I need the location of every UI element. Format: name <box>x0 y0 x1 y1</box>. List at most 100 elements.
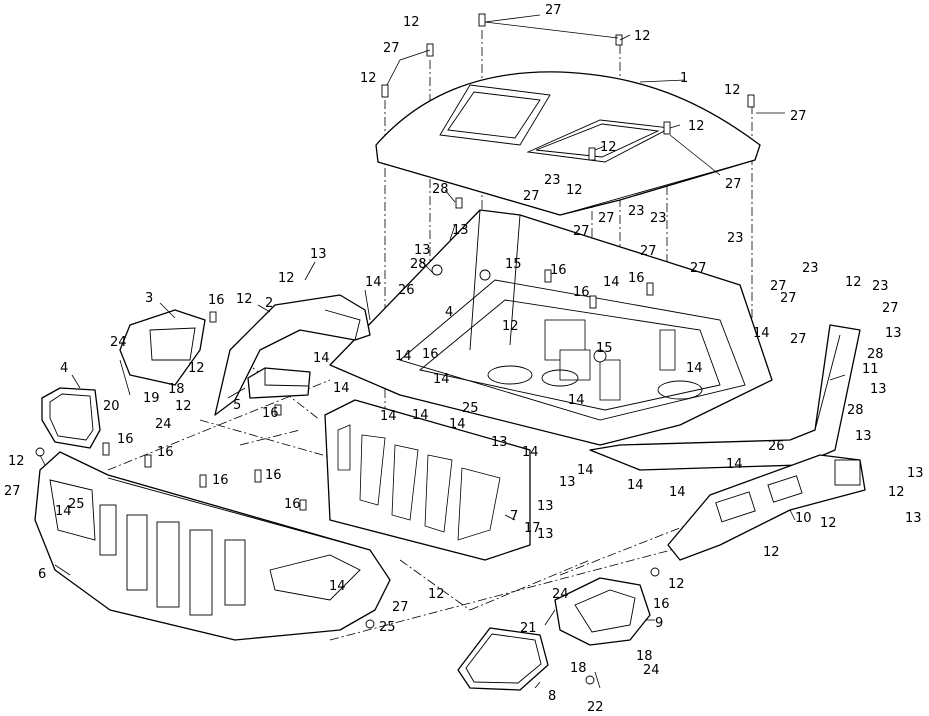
callout-label: 12 <box>688 119 705 134</box>
callout-label: 15 <box>596 341 613 356</box>
callout-label: 27 <box>790 332 807 347</box>
callout-label: 27 <box>725 177 742 192</box>
callout-label: 14 <box>726 457 743 472</box>
callout-label: 12 <box>175 399 192 414</box>
right-lamp-lens <box>457 627 549 691</box>
callout-label: 14 <box>433 372 450 387</box>
callout-label: 16 <box>265 468 282 483</box>
callout-label: 12 <box>724 83 741 98</box>
callout-label: 14 <box>522 445 539 460</box>
callout-label: 16 <box>422 347 439 362</box>
left-fender <box>214 294 371 416</box>
callout-label: 26 <box>398 283 415 298</box>
callout-label: 25 <box>379 620 396 635</box>
callout-label: 12 <box>236 292 253 307</box>
callout-label: 12 <box>566 183 583 198</box>
callout-label: 28 <box>847 403 864 418</box>
callout-label: 28 <box>410 257 427 272</box>
callout-label: 24 <box>155 417 172 432</box>
callout-label: 12 <box>360 71 377 86</box>
callout-label: 14 <box>577 463 594 478</box>
callout-label: 14 <box>333 381 350 396</box>
callout-label: 12 <box>668 577 685 592</box>
callout-label: 27 <box>640 244 657 259</box>
callout-label: 14 <box>627 478 644 493</box>
callout-label: 16 <box>573 285 590 300</box>
callout-label: 13 <box>855 429 872 444</box>
callout-label: 7 <box>510 509 518 524</box>
callout-label: 16 <box>212 473 229 488</box>
callout-label: 14 <box>669 485 686 500</box>
callout-labels: 1 2 3 4 4 5 6 7 8 9 10 11 12 12 12 12 12… <box>4 3 924 715</box>
callout-label: 27 <box>545 3 562 18</box>
callout-label: 1 <box>680 71 688 86</box>
callout-label: 27 <box>690 261 707 276</box>
callout-label: 14 <box>412 408 429 423</box>
callout-label: 13 <box>907 466 924 481</box>
small-box-part <box>247 367 311 399</box>
callout-label: 2 <box>265 296 273 311</box>
callout-label: 24 <box>110 335 127 350</box>
callout-label: 11 <box>862 362 879 377</box>
callout-label: 16 <box>117 432 134 447</box>
callout-label: 12 <box>763 545 780 560</box>
callout-label: 21 <box>520 621 537 636</box>
callout-label: 23 <box>628 204 645 219</box>
callout-label: 12 <box>634 29 651 44</box>
callout-label: 20 <box>103 399 120 414</box>
callout-label: 14 <box>603 275 620 290</box>
callout-label: 27 <box>4 484 21 499</box>
callout-label: 19 <box>143 391 160 406</box>
callout-label: 12 <box>278 271 295 286</box>
callout-label: 23 <box>872 279 889 294</box>
callout-label: 16 <box>284 497 301 512</box>
callout-label: 13 <box>414 243 431 258</box>
grille-panel <box>324 399 531 561</box>
callout-label: 12 <box>820 516 837 531</box>
callout-label: 27 <box>383 41 400 56</box>
callout-label: 12 <box>8 454 25 469</box>
callout-label: 14 <box>365 275 382 290</box>
callout-label: 13 <box>491 435 508 450</box>
callout-label: 10 <box>795 511 812 526</box>
callout-label: 25 <box>462 401 479 416</box>
callout-label: 13 <box>537 527 554 542</box>
callout-label: 14 <box>329 579 346 594</box>
callout-label: 28 <box>867 347 884 362</box>
callout-label: 14 <box>395 349 412 364</box>
callout-label: 23 <box>650 211 667 226</box>
callout-label: 17 <box>524 521 541 536</box>
hood-part <box>375 71 761 216</box>
callout-label: 13 <box>905 511 922 526</box>
callout-label: 16 <box>262 406 279 421</box>
left-lamp-lens <box>41 387 101 449</box>
callout-label: 14 <box>313 351 330 366</box>
callout-label: 23 <box>802 261 819 276</box>
callout-label: 12 <box>888 485 905 500</box>
callout-label: 24 <box>552 587 569 602</box>
callout-label: 27 <box>790 109 807 124</box>
callout-label: 27 <box>573 224 590 239</box>
callout-label: 13 <box>870 382 887 397</box>
callout-label: 25 <box>68 497 85 512</box>
callout-label: 16 <box>157 445 174 460</box>
callout-label: 13 <box>885 326 902 341</box>
callout-label: 13 <box>537 499 554 514</box>
front-bumper <box>34 451 391 641</box>
callout-label: 3 <box>145 291 153 306</box>
callout-label: 12 <box>403 15 420 30</box>
callout-label: 28 <box>432 182 449 197</box>
callout-label: 23 <box>727 231 744 246</box>
callout-label: 9 <box>655 616 663 631</box>
callout-label: 27 <box>523 189 540 204</box>
callout-label: 16 <box>653 597 670 612</box>
callout-label: 27 <box>780 291 797 306</box>
callout-label: 4 <box>445 305 453 320</box>
callout-label: 18 <box>636 649 653 664</box>
callout-label: 12 <box>600 140 617 155</box>
callout-label: 18 <box>168 382 185 397</box>
callout-label: 16 <box>628 271 645 286</box>
callout-label: 23 <box>544 173 561 188</box>
callout-label: 24 <box>643 663 660 678</box>
